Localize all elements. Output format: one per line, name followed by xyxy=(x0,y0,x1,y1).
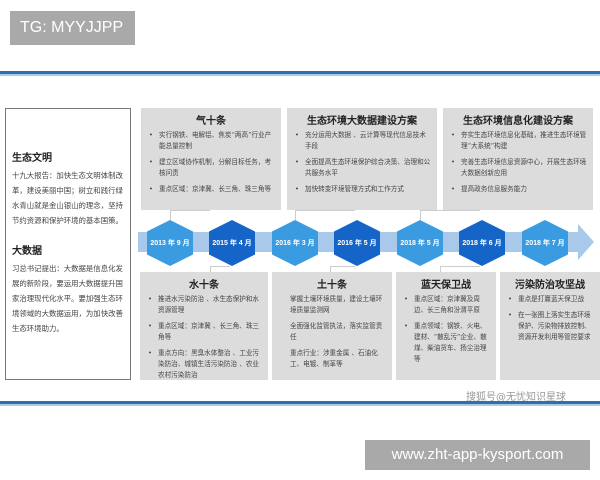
list-item: 加快转变环境管理方式和工作方式 xyxy=(293,184,431,195)
timeline-milestone: 2013 年 9 月 xyxy=(147,220,193,266)
list-item: 夯实生态环境信息化基础，推进生态环境管理“大系统”构建 xyxy=(449,130,587,152)
box-title: 污染防治攻坚战 xyxy=(515,280,585,291)
footer-url: www.zht-app-kysport.com xyxy=(365,440,590,470)
connector xyxy=(295,210,355,220)
list-item: 在一张图上落实生态环境保护、污染物排放控制、资源开发利用等管控要求 xyxy=(506,310,594,343)
box-title: 生态环境信息化建设方案 xyxy=(463,116,573,127)
connector xyxy=(210,266,230,272)
policy-box-soil: 土十条 掌握土壤环境质量，建设土壤环境质量监测网 全面强化监管执法，落实监管责任… xyxy=(272,272,392,380)
box-title: 气十条 xyxy=(196,116,226,127)
box-title: 蓝天保卫战 xyxy=(421,280,471,291)
tag-label: TG: MYYJJPP xyxy=(10,11,135,45)
box-title: 土十条 xyxy=(317,280,347,291)
section-title: 大数据 xyxy=(12,246,42,257)
list-item: 重点领域：钢铁、火电、建材、“散乱污”企业、散煤、柴油货车、扬尘治理等 xyxy=(402,321,490,365)
list-item: 重点行业：涉重金属 、石油化工、电镀、制革等 xyxy=(290,349,378,368)
list-item: 重点区域：京津冀及周边、长三角和汾渭平原 xyxy=(402,294,490,316)
policy-box-bigdata: 生态环境大数据建设方案 充分运用大数据 、云计算等现代信息技术手段 全面提高生态… xyxy=(287,108,437,210)
list-item: 提高政务信息服务能力 xyxy=(449,184,587,195)
timeline-milestone: 2018 年 7 月 xyxy=(522,220,568,266)
policy-box-pollution: 污染防治攻坚战 重点是打赢蓝天保卫战 在一张图上落实生态环境保护、污染物排放控制… xyxy=(500,272,600,380)
list-item: 完善生态环境信息资源中心，开展生态环境大数据创新应用 xyxy=(449,157,587,179)
connector xyxy=(440,266,480,272)
list-item: 推进水污染防治 、水生态保护和水资源管理 xyxy=(146,294,262,316)
section-text: 习总书记提出：大数据是信息化发展的新阶段，要运用大数据提升国家治理现代化水平。要… xyxy=(12,264,123,333)
connector xyxy=(330,266,355,272)
timeline-milestone: 2018 年 6 月 xyxy=(459,220,505,266)
policy-box-informatization: 生态环境信息化建设方案 夯实生态环境信息化基础，推进生态环境管理“大系统”构建 … xyxy=(443,108,593,210)
timeline-milestone: 2016 年 5 月 xyxy=(334,220,380,266)
policy-box-bluesky: 蓝天保卫战 重点区域：京津冀及周边、长三角和汾渭平原 重点领域：钢铁、火电、建材… xyxy=(396,272,496,380)
policy-box-air: 气十条 实行钢铁、电解铝、焦炭“两高”行业产能总量控制 建立区域协作机制，分解目… xyxy=(141,108,281,210)
list-item: 充分运用大数据 、云计算等现代信息技术手段 xyxy=(293,130,431,152)
box-title: 水十条 xyxy=(189,280,219,291)
timeline-milestone: 2016 年 3 月 xyxy=(272,220,318,266)
timeline-milestone: 2018 年 5 月 xyxy=(397,220,443,266)
intro-panel: 生态文明 十九大报告：加快生态文明体制改革，建设美丽中国；树立和践行绿水青山就是… xyxy=(5,108,131,380)
list-item: 重点区域：京津冀、长三角、珠三角等 xyxy=(147,184,275,195)
list-item: 实行钢铁、电解铝、焦炭“两高”行业产能总量控制 xyxy=(147,130,275,152)
policy-box-water: 水十条 推进水污染防治 、水生态保护和水资源管理 重点区域：京津冀 、长三角、珠… xyxy=(140,272,268,380)
connector xyxy=(170,210,210,220)
list-item: 建立区域协作机制，分解目标任务，考核问责 xyxy=(147,157,275,179)
connector xyxy=(420,210,480,220)
section-text: 十九大报告：加快生态文明体制改革，建设美丽中国；树立和践行绿水青山就是金山银山的… xyxy=(12,171,123,225)
list-item: 掌握土壤环境质量，建设土壤环境质量监测网 xyxy=(290,295,383,314)
section-title: 生态文明 xyxy=(12,153,52,164)
top-divider xyxy=(0,71,600,76)
timeline-milestone: 2015 年 4 月 xyxy=(209,220,255,266)
bottom-divider xyxy=(0,401,600,406)
list-item: 重点是打赢蓝天保卫战 xyxy=(506,294,594,305)
list-item: 全面强化监管执法，落实监管责任 xyxy=(290,322,383,341)
list-item: 重点区域：京津冀 、长三角、珠三角等 xyxy=(146,321,262,343)
list-item: 全面提高生态环境保护综合决策、治理和公共服务水平 xyxy=(293,157,431,179)
arrow-head-icon xyxy=(578,224,594,260)
watermark: 搜狐号@无忧知识星球 xyxy=(466,392,566,403)
list-item: 重点方向：黑臭水体整治 、工业污染防治、城镇生活污染防治 、农业农村污染防治 xyxy=(146,348,262,381)
box-title: 生态环境大数据建设方案 xyxy=(307,116,417,127)
